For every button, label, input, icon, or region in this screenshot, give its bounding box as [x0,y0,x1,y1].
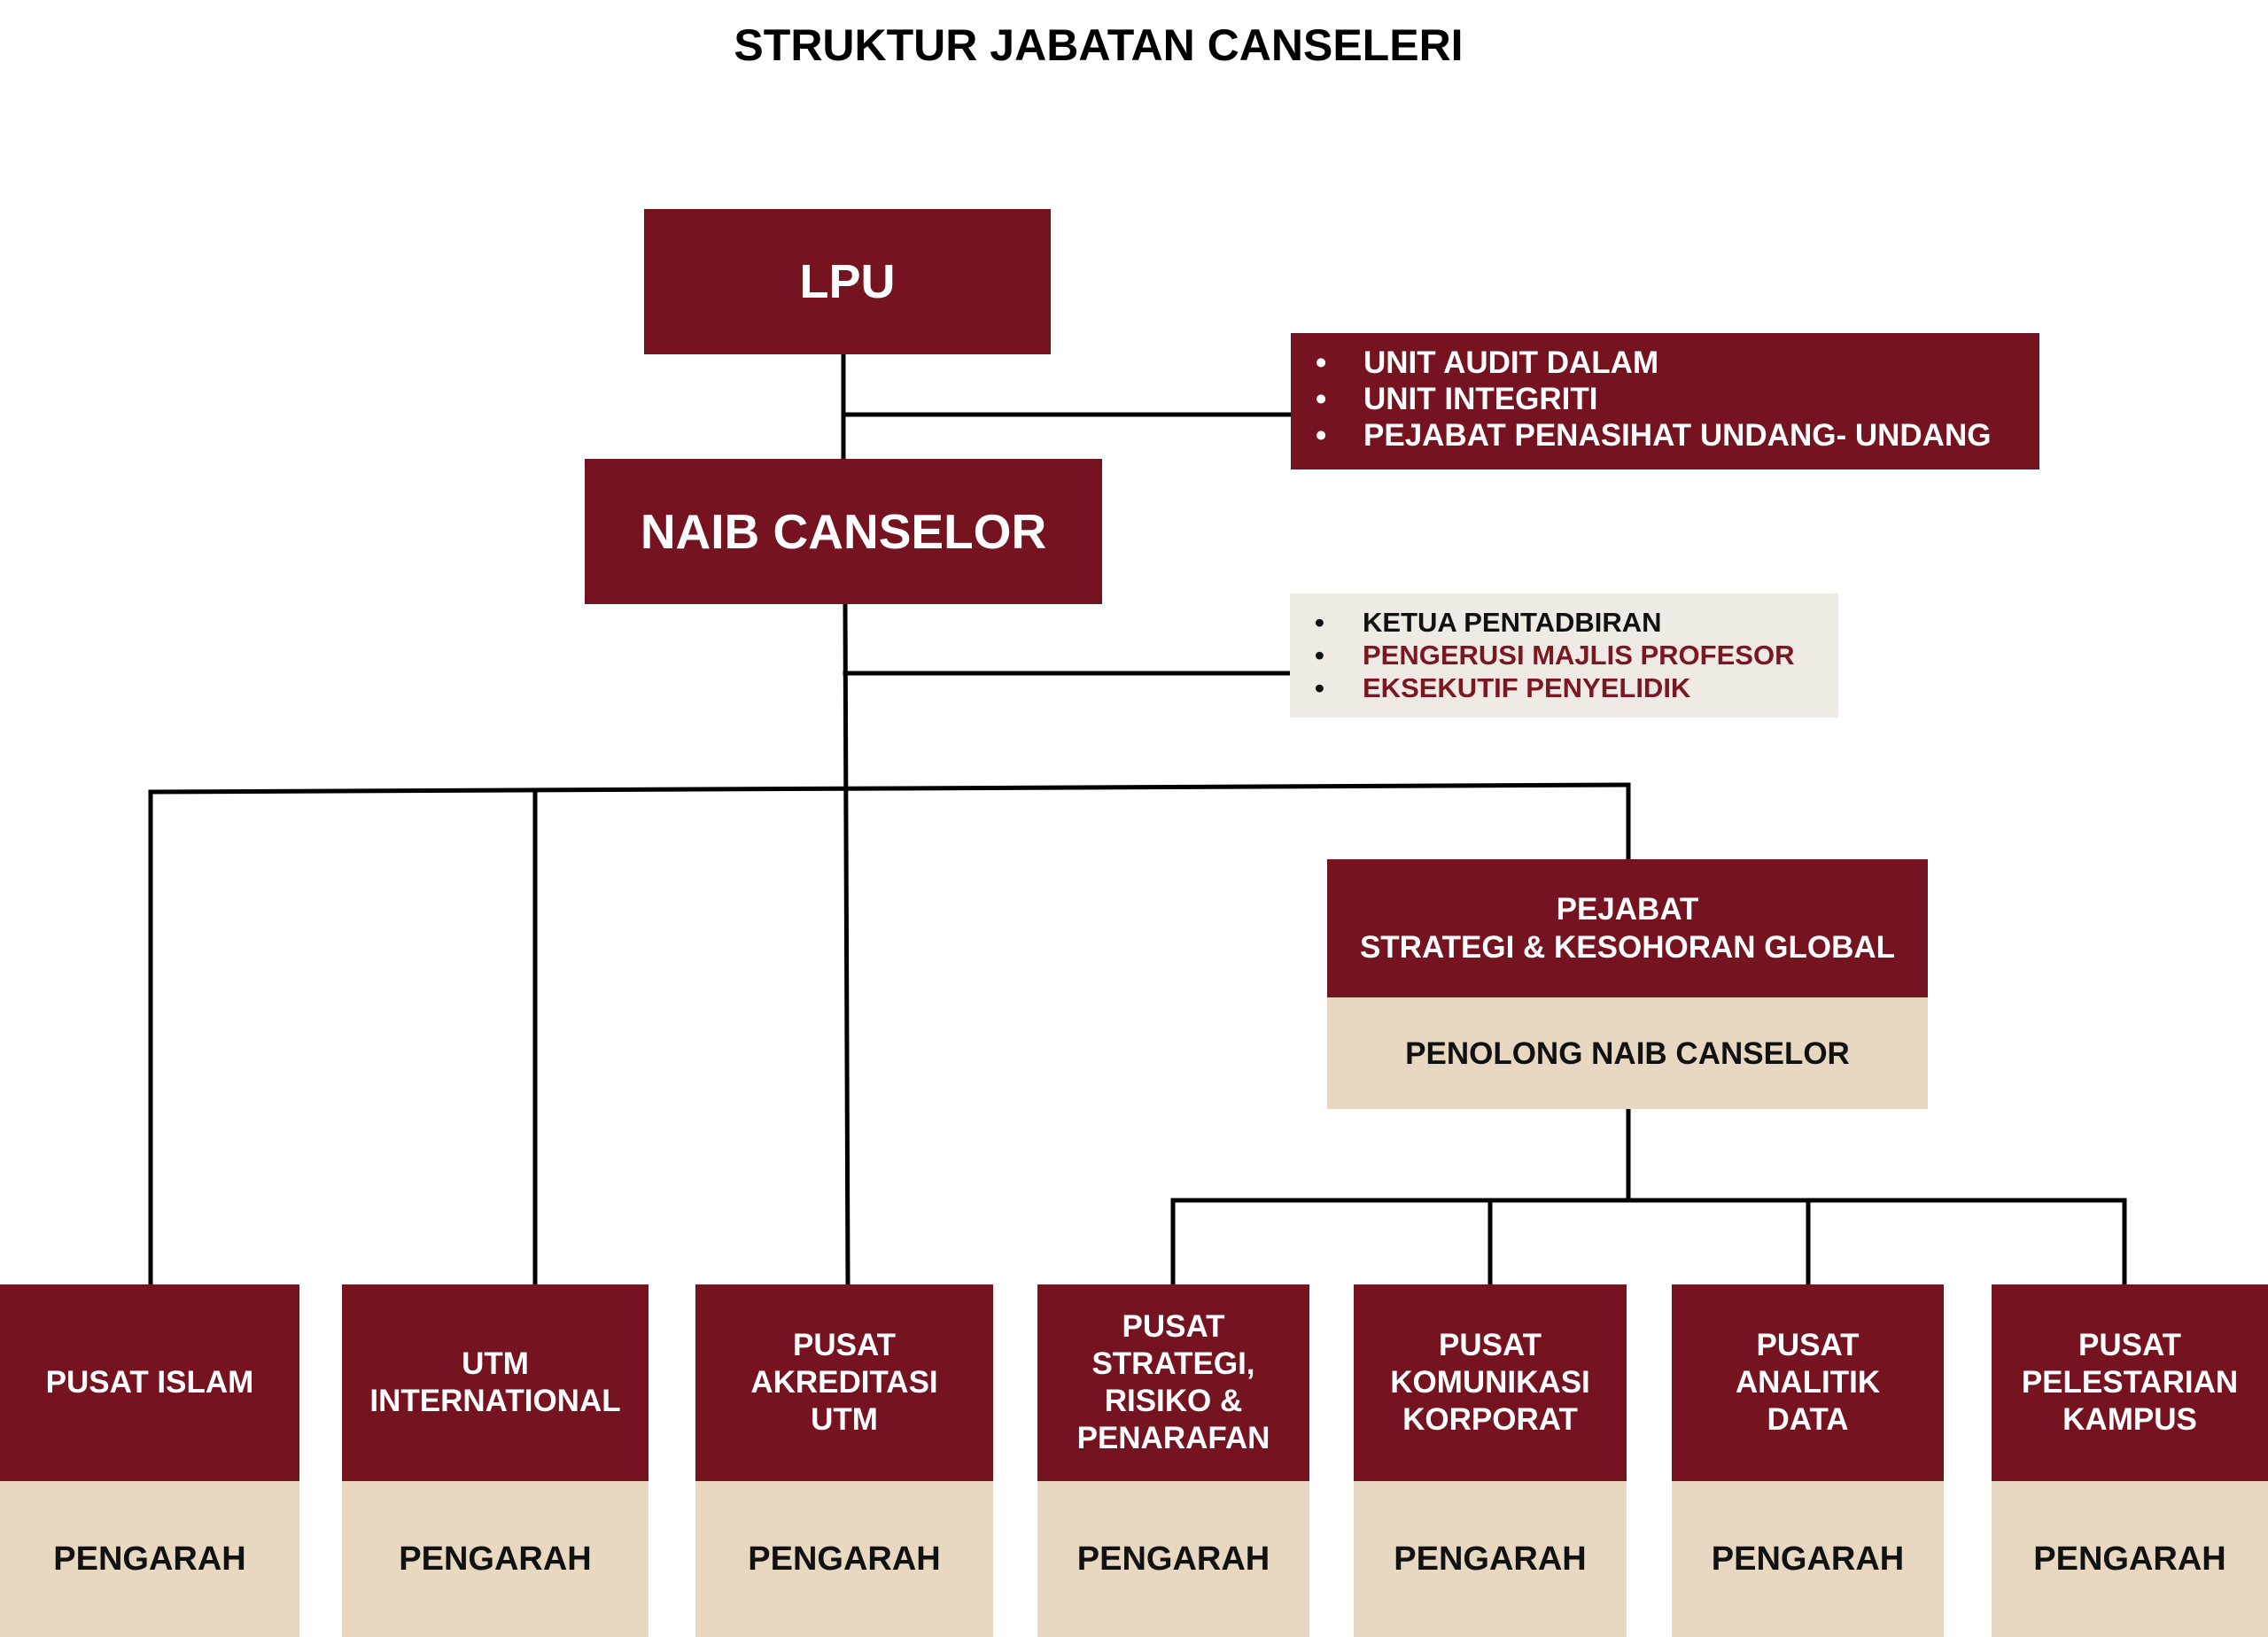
unit-name-line: KORPORAT [1402,1402,1578,1437]
role-item: PENGERUSI MAJLIS PROFESOR [1290,639,1838,671]
unit-head-label: PENGARAH [53,1540,246,1578]
unit-head-box: PENGARAH [0,1481,299,1637]
unit-name-line: KAMPUS [2062,1402,2197,1437]
unit-name-line: PUSAT [1438,1328,1542,1362]
unit-head-box: PENGARAH [695,1481,993,1637]
unit-head-label: PENGARAH [399,1540,592,1578]
unit-head-label: PENGARAH [2033,1540,2226,1578]
role-item: KETUA PENTADBIRAN [1290,606,1838,639]
lpu-unit-item: UNIT INTEGRITI [1291,381,2039,417]
unit-name-line: UTM [811,1402,878,1437]
lpu-box: LPU [644,209,1051,354]
unit-name-line: RISIKO & [1104,1384,1243,1418]
unit-name-line: ANALITIK [1735,1365,1881,1400]
unit-name-line: AKREDITASI [750,1365,938,1400]
line-naib-down [843,601,850,1287]
naib-canselor-label: NAIB CANSELOR [640,504,1047,559]
unit-head-label: PENGARAH [1711,1540,1905,1578]
pejabat-line2: STRATEGI & KESOHORAN GLOBAL [1359,930,1896,965]
role-item: EKSEKUTIF PENYELIDIK [1290,671,1838,704]
unit-head-box: PENGARAH [1672,1481,1944,1637]
unit-name-line: PUSAT [1756,1328,1860,1362]
unit-name-line: UTM [462,1346,529,1381]
unit-head-box: PENGARAH [342,1481,649,1637]
unit-name-line: PUSAT ISLAM [45,1365,254,1400]
unit-head-box: PENGARAH [1037,1481,1309,1637]
unit-head-label: PENGARAH [1394,1540,1587,1578]
unit-name-line: PUSAT [1122,1309,1225,1344]
chart-title: STRUKTUR JABATAN CANSELERI [734,20,1464,70]
unit-head-box: PENGARAH [1992,1481,2268,1637]
penolong-naib-canselor-label: PENOLONG NAIB CANSELOR [1405,1036,1850,1071]
lpu-unit-item: UNIT AUDIT DALAM [1291,345,2039,381]
unit-head-box: PENGARAH [1354,1481,1627,1637]
line-main-horizontal [148,782,1631,795]
unit-name-line: PELESTARIAN [2021,1365,2239,1400]
unit-name-line: DATA [1767,1402,1849,1437]
unit-name-line: KOMUNIKASI [1390,1365,1590,1400]
unit-name-box: PUSAT ISLAM [0,1284,299,1481]
lpu-units-box: UNIT AUDIT DALAM UNIT INTEGRITI PEJABAT … [1291,333,2039,469]
pejabat-strategi-box: PEJABAT STRATEGI & KESOHORAN GLOBAL [1327,859,1928,997]
pejabat-line1: PEJABAT [1556,892,1699,927]
lpu-unit-item: PEJABAT PENASIHAT UNDANG- UNDANG [1291,417,2039,454]
penolong-naib-canselor-box: PENOLONG NAIB CANSELOR [1327,997,1928,1109]
lpu-label: LPU [799,255,896,308]
unit-name-line: STRATEGI, [1091,1346,1255,1381]
unit-head-label: PENGARAH [748,1540,941,1578]
naib-canselor-roles-box: KETUA PENTADBIRAN PENGERUSI MAJLIS PROFE… [1290,594,1838,718]
unit-name-line: PENARAFAN [1076,1421,1270,1455]
unit-name-line: PUSAT [2078,1328,2182,1362]
unit-name-line: INTERNATIONAL [369,1384,621,1418]
unit-head-label: PENGARAH [1076,1540,1270,1578]
unit-name-line: PUSAT [792,1328,897,1362]
naib-canselor-box: NAIB CANSELOR [585,459,1102,604]
